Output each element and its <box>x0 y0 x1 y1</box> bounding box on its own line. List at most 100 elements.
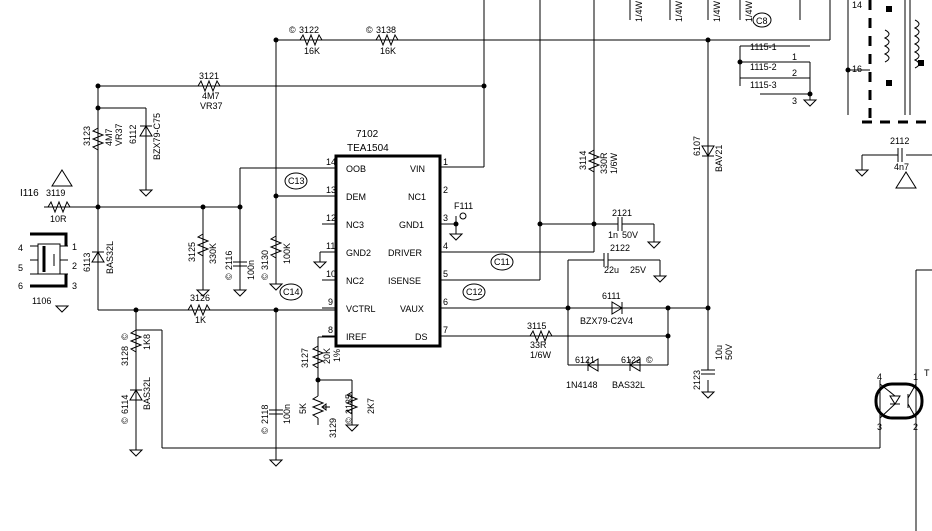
ic-pin-10-num: 10 <box>326 269 336 279</box>
c2122-voltage: 25V <box>630 265 646 275</box>
test-point-c14: C14 <box>283 287 300 297</box>
optocoupler-symbol <box>874 382 924 420</box>
r3127-tol: 1% <box>332 349 342 362</box>
diode-symbols <box>91 125 715 401</box>
j1106-pin-5: 5 <box>18 263 23 273</box>
j1115-pin-1: 1115-1 <box>750 42 777 52</box>
j1115-num-3: 3 <box>792 96 797 106</box>
test-point-c11: C11 <box>494 257 510 267</box>
ic-ref: 7102 <box>356 129 379 140</box>
c2121-value: 1n <box>608 230 618 240</box>
ic-pin-12-name: NC3 <box>346 220 364 230</box>
r3128-value: 1K8 <box>142 334 152 350</box>
c2118-value: 100n <box>282 404 292 424</box>
ic-pin-8-num: 8 <box>328 325 333 335</box>
j1106-pin-3: 3 <box>72 281 77 291</box>
ic-pin-11-name: GND2 <box>346 248 371 258</box>
c2112-value: 4n7 <box>894 162 909 172</box>
d6122-ref: 6122 <box>621 355 641 365</box>
c2123-voltage: 50V <box>724 344 734 360</box>
j1106-pin-6: 6 <box>18 281 23 291</box>
ic-pin-9-name: VCTRL <box>346 304 376 314</box>
top-power-4: 1/4W <box>744 0 754 22</box>
r3127-value: 20K <box>322 348 332 364</box>
d6122-mark: © <box>646 355 653 365</box>
ic-pin-4-num: 4 <box>443 241 448 251</box>
ic-pin-10-name: NC2 <box>346 276 364 286</box>
transformer-pin-16: 16 <box>852 64 862 74</box>
r3115-value: 33R <box>530 340 547 350</box>
ic-pin-14-num: 14 <box>326 157 336 167</box>
j1115-pin-2: 1115-2 <box>750 62 777 72</box>
c2122-value: 22u <box>604 265 619 275</box>
j1106-pin-1: 1 <box>72 242 77 252</box>
r3114-ref: 3114 <box>578 151 588 170</box>
top-power-2: 1/4W <box>674 0 684 22</box>
p3129-value: 5K <box>298 403 308 414</box>
r3130-value: 100K <box>282 243 292 264</box>
warning-icons <box>51 169 917 189</box>
j1106-pin-2: 2 <box>72 261 77 271</box>
d6114-mark: © <box>120 417 130 424</box>
opto-label: T <box>924 368 930 378</box>
d6113-ref: 6113 <box>82 253 92 272</box>
ic-7102-body <box>334 154 442 348</box>
r3119-ref: 3119 <box>46 188 65 198</box>
r3122-ref: 3122 <box>299 25 319 35</box>
r3115-ref: 3115 <box>527 321 546 331</box>
r3121-ref: 3121 <box>199 71 219 81</box>
ground-symbols <box>54 99 870 467</box>
d6113-part: BAS32L <box>105 241 115 274</box>
c2116-value: 100n <box>246 260 256 280</box>
ic-pin-6-num: 6 <box>443 297 448 307</box>
ic-pin-2-name: NC1 <box>408 192 426 202</box>
c2123-value: 10u <box>714 345 724 360</box>
r3122-value: 16K <box>304 46 320 56</box>
r3130-ref: 3130 <box>260 250 270 270</box>
c2116-mark: © <box>224 273 234 280</box>
c2116-ref: 2116 <box>224 251 234 270</box>
d6107-ref: 6107 <box>692 136 702 156</box>
ic-pin-14-name: OOB <box>346 164 366 174</box>
r3122-mark: © <box>289 25 296 35</box>
r3123-type: VR37 <box>114 123 124 146</box>
test-point-markers <box>279 12 772 301</box>
ic-pin-2-num: 2 <box>443 185 448 195</box>
opto-pin-4: 4 <box>877 372 882 382</box>
d6121-ref: 6121 <box>575 355 595 365</box>
resistor-symbols <box>47 33 601 425</box>
ic-pin-13-name: DEM <box>346 192 366 202</box>
c8-label: C8 <box>756 16 768 26</box>
ic-pin-leads <box>322 167 336 337</box>
d6107-part: BAV21 <box>714 145 724 172</box>
ic-pin-6-name: VAUX <box>400 304 424 314</box>
ic-pin-13-num: 13 <box>326 185 336 195</box>
z6111-ref: 6111 <box>602 291 621 301</box>
top-power-3: 1/4W <box>712 0 722 22</box>
d6122-part: BAS32L <box>612 380 645 390</box>
j1106-pin-4: 4 <box>18 243 23 253</box>
ic-pin-5-num: 5 <box>443 269 448 279</box>
transformer-pin-14: 14 <box>852 0 862 10</box>
ic-pin-7-num: 7 <box>443 325 448 335</box>
ic-pin-3-num: 3 <box>443 213 448 223</box>
j1116-ref: I116 <box>20 188 39 199</box>
r3128-ref: 3128 <box>120 346 130 366</box>
r3119-value: 10R <box>50 214 67 224</box>
r3126-ref: 3126 <box>190 293 210 303</box>
r3125-value: 330K <box>208 243 218 264</box>
ic-pin-4-name: DRIVER <box>388 248 423 258</box>
j1115-pin-3: 1115-3 <box>750 80 777 90</box>
r3126-value: 1K <box>195 315 206 325</box>
ic-pin-9-num: 9 <box>328 297 333 307</box>
ic-pin-8-name: IREF <box>346 332 367 342</box>
d6114-ref: 6114 <box>120 395 130 414</box>
r3125-ref: 3125 <box>187 242 197 262</box>
ic-part: TEA1504 <box>347 143 389 154</box>
r3135-mark: © <box>344 417 354 424</box>
connector-1106-symbol <box>30 232 68 288</box>
wires <box>44 0 932 531</box>
d6114-part: BAS32L <box>142 377 152 410</box>
